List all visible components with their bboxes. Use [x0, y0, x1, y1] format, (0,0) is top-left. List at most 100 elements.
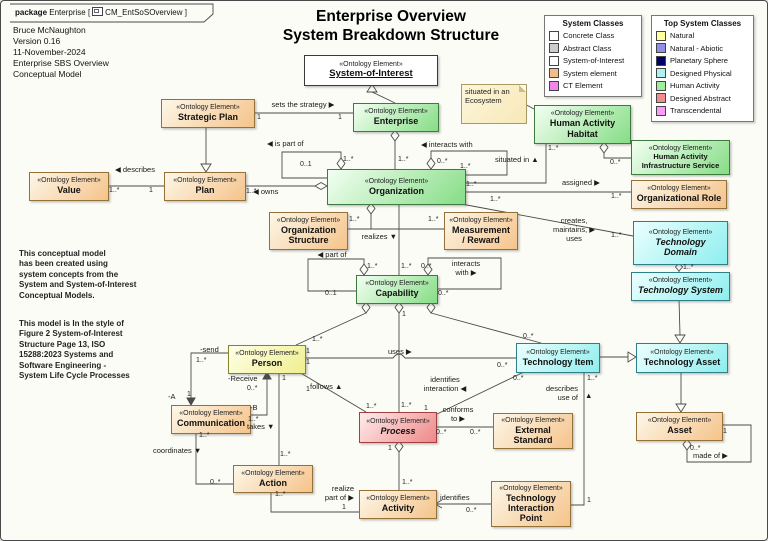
- multiplicity-label: 1: [187, 391, 191, 398]
- package-context: Enterprise [: [49, 8, 91, 17]
- node-person[interactable]: «Ontology Element»Person: [228, 345, 306, 374]
- edge-label-realizes: realizes ▼: [361, 232, 397, 241]
- node-technology-item[interactable]: «Ontology Element»Technology Item: [516, 343, 600, 373]
- multiplicity-label: 0..1: [300, 161, 312, 168]
- package-tab[interactable]: package Enterprise [CM_EntSoSOverview ]: [15, 7, 187, 17]
- edge-label-part-of: ◀ part of: [317, 250, 347, 259]
- node-plan[interactable]: «Ontology Element»Plan: [164, 172, 246, 201]
- node-technology-system[interactable]: «Ontology Element»Technology System: [631, 272, 730, 301]
- legend-item-label: Human Activity: [670, 81, 720, 90]
- multiplicity-label: 1..*: [428, 216, 439, 223]
- node-organization-structure[interactable]: «Ontology Element»Organization Structure: [269, 212, 348, 250]
- edge-label-uses: uses ▶: [388, 347, 412, 356]
- edge-label-role-b: -B: [250, 403, 258, 412]
- node-communication[interactable]: «Ontology Element»Communication: [171, 405, 251, 434]
- legend-item: Transcendental: [656, 105, 749, 116]
- multiplicity-label: 0..*: [513, 375, 524, 382]
- node-organization[interactable]: «Ontology Element»Organization: [327, 169, 466, 205]
- multiplicity-label: 1: [424, 405, 428, 412]
- edge-label-is-part-of: ◀ is part of: [267, 139, 304, 148]
- multiplicity-label: 0..*: [421, 263, 432, 270]
- multiplicity-label: 1..*: [366, 403, 377, 410]
- node-strategic-plan[interactable]: «Ontology Element»Strategic Plan: [161, 99, 255, 128]
- legend-swatch: [549, 43, 559, 53]
- node-value[interactable]: «Ontology Element»Value: [29, 172, 109, 201]
- node-measurement-reward[interactable]: «Ontology Element»Measurement / Reward: [444, 212, 518, 250]
- edge-label-describes-use-arrow: ▲: [585, 391, 593, 400]
- legend-item-label: Designed Physical: [670, 68, 732, 78]
- legend-item: Human Activity: [656, 80, 749, 91]
- multiplicity-label: 1: [282, 375, 286, 382]
- multiplicity-label: 1..*: [611, 232, 622, 239]
- diagram-info: Bruce McNaughton Version 0.16 11-Novembe…: [13, 25, 109, 80]
- node-organizational-role[interactable]: «Ontology Element»Organizational Role: [631, 180, 727, 209]
- legend-swatch: [549, 55, 559, 66]
- edge-label-describes-use-of: describes use of: [545, 384, 578, 402]
- edge-label-made-of: made of ▶: [693, 451, 728, 460]
- diagram-icon: [92, 7, 104, 16]
- legend-item: Designed Abstract: [656, 93, 749, 103]
- node-process[interactable]: «Ontology Element»Process: [359, 412, 437, 443]
- multiplicity-label: 1..*: [275, 491, 286, 498]
- legend-item: CT Element: [549, 80, 637, 91]
- legend-swatch: [656, 93, 666, 103]
- ecosystem-note[interactable]: situated in an Ecosystem: [461, 84, 527, 124]
- legend-swatch: [549, 30, 559, 41]
- note-conceptual-model[interactable]: This conceptual model has been created u…: [19, 249, 137, 300]
- node-technology-interaction-point[interactable]: «Ontology Element»Technology Interaction…: [491, 481, 571, 527]
- multiplicity-label: 1: [388, 445, 392, 452]
- legend-swatch: [656, 68, 666, 78]
- node-asset[interactable]: «Ontology Element»Asset: [636, 412, 723, 441]
- node-capability[interactable]: «Ontology Element»Capability: [356, 275, 438, 304]
- edge-label-owns: ◀ owns: [253, 187, 279, 196]
- legend-swatch: [656, 43, 666, 53]
- legend-item-label: Transcendental: [670, 106, 722, 115]
- multiplicity-label: 1: [306, 359, 310, 366]
- multiplicity-label: 0..*: [690, 445, 701, 452]
- info-version: Version 0.16: [13, 36, 61, 47]
- legend-item: Designed Physical: [656, 68, 749, 78]
- node-activity[interactable]: «Ontology Element»Activity: [359, 490, 437, 519]
- multiplicity-label: 1..*: [280, 451, 291, 458]
- legend-swatch: [656, 105, 666, 116]
- multiplicity-label: 0..*: [610, 159, 621, 166]
- edge-label-interacts-with-cap: interacts with ▶: [451, 259, 481, 277]
- node-action[interactable]: «Ontology Element»Action: [233, 465, 313, 493]
- legend-swatch: [656, 30, 666, 41]
- title-line-2: System Breakdown Structure: [282, 27, 500, 45]
- legend-item: Natural - Abiotic: [656, 43, 749, 53]
- node-enterprise[interactable]: «Ontology Element»Enterprise: [353, 103, 439, 132]
- note-model-style[interactable]: This model is In the style of Figure 2 S…: [19, 319, 130, 380]
- multiplicity-label: 1..*: [199, 432, 210, 439]
- legend-title: System Classes: [562, 19, 624, 28]
- multiplicity-label: 1..*: [367, 263, 378, 270]
- node-external-standard[interactable]: «Ontology Element»External Standard: [493, 413, 573, 449]
- multiplicity-label: 0..*: [466, 507, 477, 514]
- node-technology-domain[interactable]: «Ontology Element»Technology Domain: [633, 221, 728, 265]
- node-technology-asset[interactable]: «Ontology Element»Technology Asset: [636, 343, 728, 373]
- edge-label-takes: takes ▼: [247, 422, 275, 431]
- info-type: Conceptual Model: [13, 69, 82, 80]
- multiplicity-label: 0..*: [437, 158, 448, 165]
- multiplicity-label: 1: [306, 348, 310, 355]
- title-line-1: Enterprise Overview: [316, 8, 466, 25]
- legend-item: System-of-Interest: [549, 55, 637, 66]
- multiplicity-label: 0..*: [523, 333, 534, 340]
- edge-label-receive: -Receive: [228, 374, 258, 383]
- legend-item-label: Designed Abstract: [670, 93, 731, 103]
- info-author: Bruce McNaughton: [13, 25, 86, 35]
- multiplicity-label: 0..*: [247, 385, 258, 392]
- multiplicity-label: 1..*: [398, 156, 409, 163]
- edge-label-sets-strategy: sets the strategy ▶: [271, 100, 335, 109]
- multiplicity-label: 1: [723, 428, 727, 435]
- info-name: Enterprise SBS Overview: [13, 58, 109, 69]
- multiplicity-label: 1: [402, 311, 406, 318]
- node-human-activity-infrastructure-service[interactable]: «Ontology Element»Human Activity Infrast…: [631, 140, 730, 175]
- multiplicity-label: 1: [306, 386, 310, 393]
- node-human-activity-habitat[interactable]: «Ontology Element»Human Activity Habitat: [534, 105, 631, 144]
- node-system-of-interest[interactable]: «Ontology Element»System-of-Interest: [304, 55, 438, 86]
